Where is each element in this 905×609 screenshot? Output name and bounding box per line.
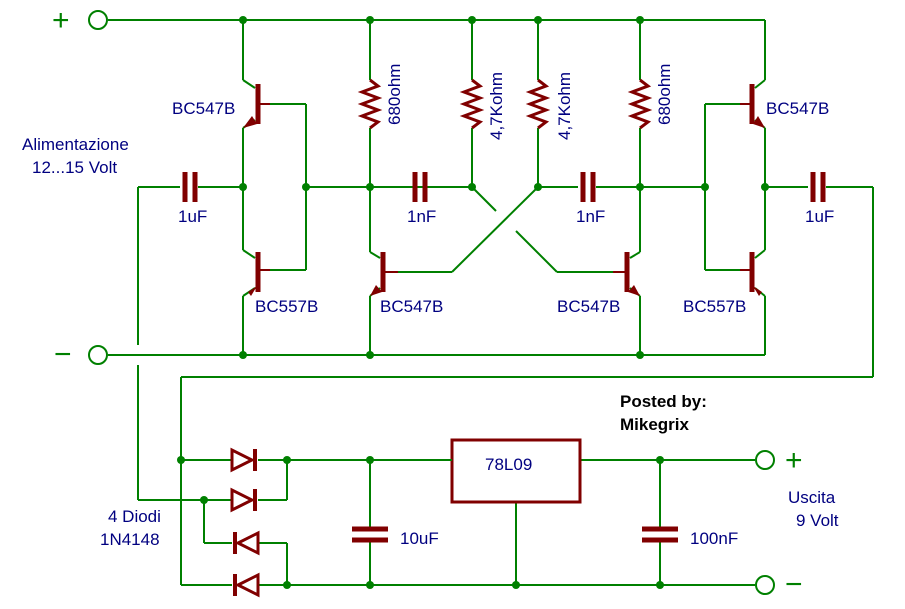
transistor-q4-npn (613, 252, 640, 296)
supply-minus-terminal: − (54, 338, 108, 371)
resistor-r1 (357, 78, 383, 130)
output-minus-terminal: − (755, 568, 803, 601)
capacitor-c6 (642, 526, 678, 543)
diodes-label-line1: 4 Diodi (108, 507, 161, 526)
transistor-q1-npn (243, 84, 270, 128)
c4-label: 1uF (805, 207, 834, 226)
c2-label: 1nF (407, 207, 436, 226)
c6-label: 100nF (690, 529, 738, 548)
q3-label: BC547B (380, 297, 443, 316)
svg-text:−: − (54, 338, 72, 371)
diodes-label-line2: 1N4148 (100, 530, 160, 549)
author-label: Mikegrix (620, 415, 690, 434)
output-label-line2: 9 Volt (796, 511, 839, 530)
diode-d1 (230, 447, 257, 473)
resistor-r4 (627, 78, 653, 130)
c3-label: 1nF (576, 207, 605, 226)
q6-label: BC557B (683, 297, 746, 316)
voltage-regulator (430, 438, 582, 504)
capacitor-c4 (810, 172, 826, 202)
capacitor-c1 (182, 172, 198, 202)
supply-label-line2: 12...15 Volt (32, 158, 117, 177)
q2-label: BC557B (255, 297, 318, 316)
capacitor-c2 (370, 172, 428, 202)
diode-d3 (233, 530, 260, 556)
svg-text:−: − (785, 568, 803, 601)
resistor-r2 (459, 78, 485, 130)
regulator-label: 78L09 (485, 455, 532, 474)
diode-d4 (233, 572, 260, 598)
output-plus-terminal: + (755, 444, 803, 477)
q5-label: BC547B (766, 99, 829, 118)
r3-label: 4,7Kohm (555, 72, 574, 140)
c1-label: 1uF (178, 207, 207, 226)
junction-dots (177, 16, 769, 589)
r1-label: 680ohm (385, 64, 404, 125)
q4-label: BC547B (557, 297, 620, 316)
svg-text:+: + (785, 444, 803, 477)
output-label-line1: Uscita (788, 488, 836, 507)
r2-label: 4,7Kohm (487, 72, 506, 140)
capacitor-c5 (352, 526, 388, 543)
transistor-q6-pnp (740, 252, 762, 296)
supply-plus-terminal: + (52, 4, 108, 37)
transistor-q5-npn (740, 84, 765, 128)
capacitor-c3 (580, 172, 596, 202)
q1-label: BC547B (172, 99, 235, 118)
c5-label: 10uF (400, 529, 439, 548)
transistor-q3-npn (370, 252, 398, 296)
transistor-q2-pnp (248, 252, 270, 296)
resistor-r3 (525, 78, 551, 130)
posted-by-label: Posted by: (620, 392, 707, 411)
r4-label: 680ohm (655, 64, 674, 125)
svg-text:+: + (52, 4, 70, 37)
diode-d2 (230, 487, 257, 513)
supply-label-line1: Alimentazione (22, 135, 129, 154)
